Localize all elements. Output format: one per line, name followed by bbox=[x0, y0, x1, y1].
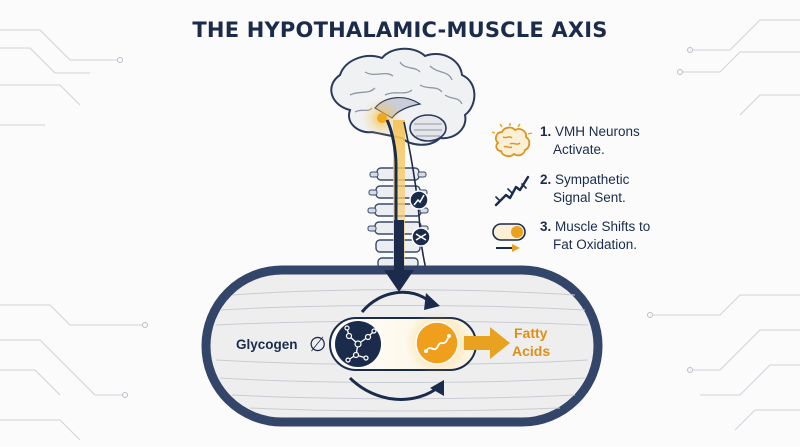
step-text-sympathetic: 2. Sympathetic Signal Sent. bbox=[540, 171, 730, 207]
step-text-vmh: 1. VMH Neurons Activate. bbox=[540, 123, 730, 159]
fatty-acids-label-line2: Acids bbox=[512, 343, 550, 359]
nerve-icon bbox=[494, 175, 530, 207]
fatty-acid-icon bbox=[405, 311, 469, 375]
curved-arrow-bottom bbox=[348, 376, 444, 401]
fat-output-arrow bbox=[464, 327, 510, 359]
curved-arrow-top bbox=[360, 290, 440, 313]
brain-illustration bbox=[330, 47, 476, 146]
step-number: 3. bbox=[540, 219, 552, 234]
switch-icon bbox=[492, 223, 526, 252]
circuit-nodes-decoration bbox=[117, 47, 693, 398]
glycogen-molecule-icon bbox=[335, 321, 381, 367]
step-item-sympathetic: 2. Sympathetic Signal Sent. bbox=[490, 171, 790, 221]
step-number: 2. bbox=[540, 172, 552, 187]
glycogen-label: Glycogen bbox=[236, 337, 298, 352]
step-item-fat-oxidation: 3. Muscle Shifts to Fat Oxidation. bbox=[490, 218, 790, 268]
step-line2: Fat Oxidation. bbox=[553, 237, 638, 252]
glycogen-empty-symbol: ∅ bbox=[309, 334, 326, 356]
nerve-signal-badge bbox=[409, 190, 429, 210]
step-item-vmh: 1. VMH Neurons Activate. bbox=[490, 123, 790, 173]
step-text-fat-oxidation: 3. Muscle Shifts to Fat Oxidation. bbox=[540, 218, 730, 254]
step-line1: Muscle Shifts to bbox=[555, 219, 651, 234]
fatty-acids-label-line1: Fatty bbox=[514, 325, 548, 341]
page-title: THE HYPOTHALAMIC-MUSCLE AXIS bbox=[192, 18, 608, 42]
brain-icon bbox=[491, 123, 533, 158]
step-number: 1. bbox=[540, 124, 552, 139]
step-line2: Signal Sent. bbox=[553, 190, 626, 205]
step-line2: Activate. bbox=[553, 142, 605, 157]
step-line1: Sympathetic bbox=[555, 172, 630, 187]
step-line1: VMH Neurons bbox=[555, 124, 640, 139]
circuit-traces-decoration bbox=[0, 19, 800, 441]
switch-signal-badge bbox=[411, 227, 431, 247]
signal-down-arrow bbox=[384, 220, 414, 292]
